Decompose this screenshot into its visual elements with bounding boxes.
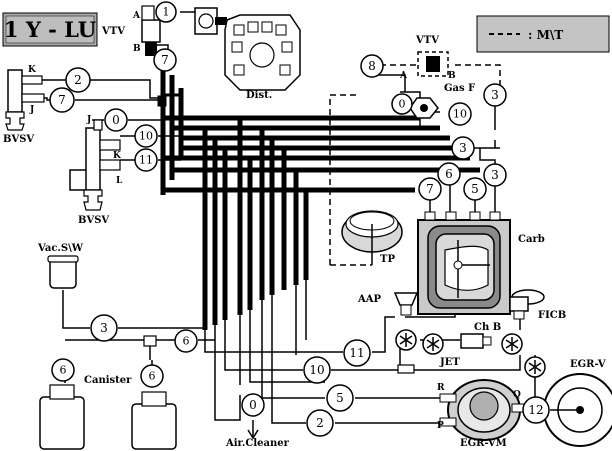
hose-num-10-low: 10 (309, 363, 324, 377)
distributor-label: Dist. (246, 90, 272, 101)
vtv-right-port-b: B (448, 71, 456, 81)
canister-right (131, 391, 177, 450)
check-valve-label: Ch B (474, 322, 501, 333)
carburetor: Carb (417, 211, 545, 315)
hose-num-11-low: 11 (349, 346, 364, 360)
aap: AAP (357, 292, 419, 316)
vtv-right-port-a: A (399, 71, 408, 81)
hose-bundle (157, 60, 480, 330)
bvsv-second: J K L BVSV (78, 115, 123, 226)
bvsv-second-port-k: K (113, 151, 122, 161)
canister-left (39, 384, 85, 450)
hose-num-6-carb: 6 (445, 167, 453, 181)
hose-num-12: 12 (528, 403, 543, 417)
manual-transmission-hoses (329, 64, 501, 266)
hose-num-10-left: 10 (139, 130, 153, 143)
hose-num-3-mid: 3 (459, 141, 467, 155)
canister-label: Canister (84, 375, 132, 386)
vtv-top-port-b: B (133, 44, 141, 54)
hose-num-0-gas: 0 (399, 98, 406, 111)
hose-num-6-can1: 6 (60, 364, 67, 377)
egr-port-p: P (437, 421, 444, 431)
hose-num-3-right: 3 (491, 88, 499, 102)
vacuum-switch: Vac.S\W (37, 243, 84, 289)
air-cleaner-label: Air.Cleaner (225, 438, 290, 449)
hose-num-6-can2: 6 (149, 370, 156, 383)
bvsv-second-label: BVSV (78, 215, 109, 226)
legend-box: : M\T (476, 15, 610, 53)
check-valve: Ch B (460, 322, 501, 349)
hose-num-7-bvsv: 7 (58, 93, 66, 107)
tp-label: TP (380, 254, 395, 265)
egr-vacuum-modulator: R P Q EGR-VM (437, 379, 527, 449)
bvsv-top-port-j: J (29, 105, 34, 115)
bvsv-top: K J BVSV (3, 65, 45, 145)
hose-num-2-low: 2 (316, 416, 324, 430)
hose-num-5-carb: 5 (471, 182, 479, 196)
hose-num-11-left: 11 (139, 154, 153, 167)
egr-v-label: EGR-V (570, 359, 606, 370)
bvsv-second-port-j: J (86, 115, 91, 125)
vtv-right: VTV A B (399, 35, 456, 81)
vtv-top: VTV A B (101, 5, 161, 56)
hose-num-5-low: 5 (336, 391, 344, 405)
ficb: FICB (509, 289, 566, 321)
hose-num-2-bvsv: 2 (74, 73, 82, 87)
hose-num-10-gas: 10 (453, 108, 467, 121)
gas-filter-label: Gas F (444, 83, 475, 94)
hose-num-3-carb: 3 (491, 168, 499, 182)
hose-number-labels: 1 7 2 7 0 10 11 8 0 10 3 3 3 7 6 5 3 6 6… (58, 6, 543, 431)
gas-filter: Gas F (409, 83, 475, 119)
bvsv-top-label: BVSV (3, 134, 34, 145)
bvsv-second-port-l: L (116, 176, 123, 186)
hose-num-0-low: 0 (249, 398, 257, 412)
engine-title: 1 Y - LU (4, 17, 96, 42)
jet-label: JET (439, 357, 460, 368)
egr-port-r: R (437, 383, 445, 393)
hose-num-6-low: 6 (183, 335, 190, 348)
legend-label: : M\T (528, 28, 563, 42)
vtv-top-port-a: A (132, 11, 141, 21)
vac-sw-label: Vac.S\W (37, 243, 84, 254)
hose-num-1: 1 (163, 6, 170, 19)
hose-num-7-top: 7 (161, 53, 169, 67)
vtv-top-label: VTV (101, 26, 125, 37)
engine-title-box: 1 Y - LU (2, 12, 98, 47)
jet-asterisks (399, 333, 542, 374)
hose-num-0-left: 0 (112, 113, 120, 127)
carb-label: Carb (518, 234, 545, 245)
egr-port-q: Q (513, 390, 521, 400)
bvsv-top-port-k: K (28, 65, 37, 75)
hose-num-7-carb: 7 (426, 182, 434, 196)
distributor: Dist. (194, 7, 301, 101)
tee-fitting (397, 364, 415, 374)
aap-label: AAP (357, 294, 382, 305)
hose-num-8: 8 (368, 59, 376, 73)
hose-number-circles (49, 1, 550, 437)
canister-tee (143, 335, 157, 347)
air-cleaner-arrow: Air.Cleaner (225, 420, 290, 449)
egr-vm-label: EGR-VM (460, 438, 507, 449)
vtv-right-label: VTV (415, 35, 439, 46)
ficb-label: FICB (538, 310, 566, 321)
jets (395, 329, 546, 378)
hose-num-3-low: 3 (100, 321, 108, 335)
throttle-positioner: TP (341, 210, 403, 265)
egr-valve: EGR-V (543, 359, 612, 447)
